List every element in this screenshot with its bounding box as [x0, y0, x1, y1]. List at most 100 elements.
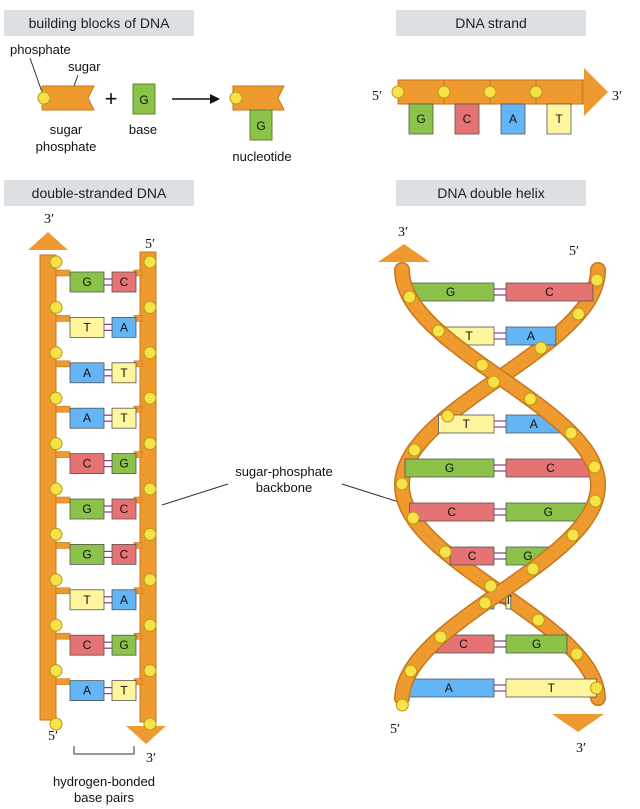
ladder-right-base-letter: T: [120, 411, 128, 425]
left-connector: [55, 678, 71, 685]
base-block: [132, 83, 156, 115]
base-label: base: [129, 122, 157, 137]
left-strand-arrow: [28, 232, 68, 250]
helix-phosphate: [526, 562, 540, 576]
helix-bottom-left-prime: 5′: [390, 722, 400, 737]
double-stranded-panel: 3′ 5′ 5′ 3′ hydrogen-bonded base pairs G…: [28, 212, 166, 805]
right-phosphate: [143, 346, 157, 360]
ladder-left-base-letter: A: [83, 366, 91, 380]
backbone-pointer-right: [341, 483, 403, 504]
helix-phosphate: [431, 324, 445, 338]
helix-phosphate: [438, 545, 452, 559]
helix-phosphate: [403, 290, 417, 304]
ladder-right-base: [111, 271, 137, 293]
ladder-right-base: [111, 634, 137, 656]
ladder-right-base-letter: C: [120, 502, 129, 516]
ladder-left-base: [69, 407, 105, 429]
left-connector: [55, 269, 71, 277]
ladder-left-base: [69, 453, 105, 475]
helix-phosphate: [404, 664, 418, 678]
sugar-phosphate-label-2: phosphate: [36, 139, 97, 154]
strand-arrow: [584, 68, 608, 116]
ladder-left-base-letter: G: [82, 275, 91, 289]
arrow-head: [210, 94, 220, 104]
phosphate-label: phosphate: [10, 42, 71, 57]
helix-right-base-letter: A: [530, 417, 538, 431]
right-phosphate: [143, 300, 157, 314]
right-phosphate: [143, 437, 157, 451]
strand-base-letter: A: [509, 112, 517, 126]
base-letter: G: [139, 93, 148, 107]
helix-left-base-letter: T: [463, 417, 471, 431]
ladder-right-base-letter: C: [120, 275, 129, 289]
helix-right-base-letter: C: [546, 461, 555, 475]
helix-phosphate: [523, 392, 537, 406]
helix-phosphate: [588, 460, 602, 474]
ladder-right-base-letter: G: [119, 457, 128, 471]
left-connector: [55, 587, 71, 595]
helix-phosphate: [395, 698, 409, 712]
right-phosphate: [143, 618, 157, 632]
header-building-blocks: building blocks of DNA: [4, 10, 194, 36]
ladder-bottom-right-prime: 3′: [146, 751, 156, 766]
header-dna-strand-text: DNA strand: [455, 15, 527, 31]
helix-right-base: [505, 282, 594, 302]
header-double-helix-text: DNA double helix: [437, 185, 544, 201]
helix-top-arrow: [378, 244, 430, 262]
right-phosphate: [143, 717, 157, 731]
header-dna-strand: DNA strand: [396, 10, 586, 36]
helix-phosphate: [478, 596, 492, 610]
backbone-label-2: backbone: [256, 480, 312, 495]
helix-right-base-letter: G: [544, 505, 553, 519]
right-phosphate: [143, 527, 157, 541]
strand-base-letter: G: [416, 112, 425, 126]
ladder-left-base: [69, 271, 105, 293]
helix-phosphate: [534, 341, 548, 355]
sugar-phosphate-label-1: sugar: [50, 122, 83, 137]
helix-phosphate: [408, 443, 422, 457]
strand-base-letter: C: [463, 112, 472, 126]
building-blocks-panel: phosphate sugar sugar phosphate + G base…: [10, 42, 292, 164]
ladder-left-base: [69, 362, 105, 384]
helix-phosphate: [406, 511, 420, 525]
header-double-helix: DNA double helix: [396, 180, 586, 206]
ladder-right-base-letter: T: [120, 684, 128, 698]
ladder-left-base: [69, 634, 105, 656]
ladder-left-base-letter: G: [82, 502, 91, 516]
helix-right-base-letter: G: [532, 637, 541, 651]
sugar-pointer: [73, 74, 79, 87]
right-phosphate: [143, 255, 157, 269]
strand-base: [500, 103, 526, 135]
nucleotide-phosphate: [229, 91, 243, 105]
helix-left-base-letter: C: [447, 505, 456, 519]
strand-base-letter: T: [555, 112, 563, 126]
helix-phosphate: [590, 273, 604, 287]
helix-bottom-right-prime: 3′: [576, 741, 586, 756]
helix-top-right-prime: 5′: [569, 244, 579, 259]
helix-phosphate: [589, 681, 603, 695]
strand-3-prime: 3′: [612, 89, 622, 104]
strand-base: [454, 103, 480, 135]
nucleotide-base: [249, 109, 273, 141]
helix-front-strand: [395, 263, 605, 705]
base-pair-bracket: [73, 746, 135, 755]
ladder-left-base: [69, 680, 105, 701]
ladder-right-base: [111, 544, 137, 565]
ladder-left-base: [69, 589, 105, 611]
ladder-left-base: [69, 498, 105, 520]
helix-phosphate: [588, 494, 602, 508]
ladder-right-base-letter: T: [120, 366, 128, 380]
header-double-stranded: double-stranded DNA: [4, 180, 194, 206]
ladder-right-base: [111, 498, 137, 520]
helix-right-base-letter: T: [505, 593, 513, 607]
helix-top-left-prime: 3′: [398, 225, 408, 240]
helix-phosphate: [564, 426, 578, 440]
ladder-left-base-letter: G: [82, 547, 91, 561]
sugar-phosphate-block: [41, 85, 95, 111]
nucleotide-label: nucleotide: [232, 149, 291, 164]
helix-right-base-letter: A: [527, 329, 535, 343]
left-connector: [55, 496, 71, 504]
helix-left-base: [409, 502, 495, 522]
